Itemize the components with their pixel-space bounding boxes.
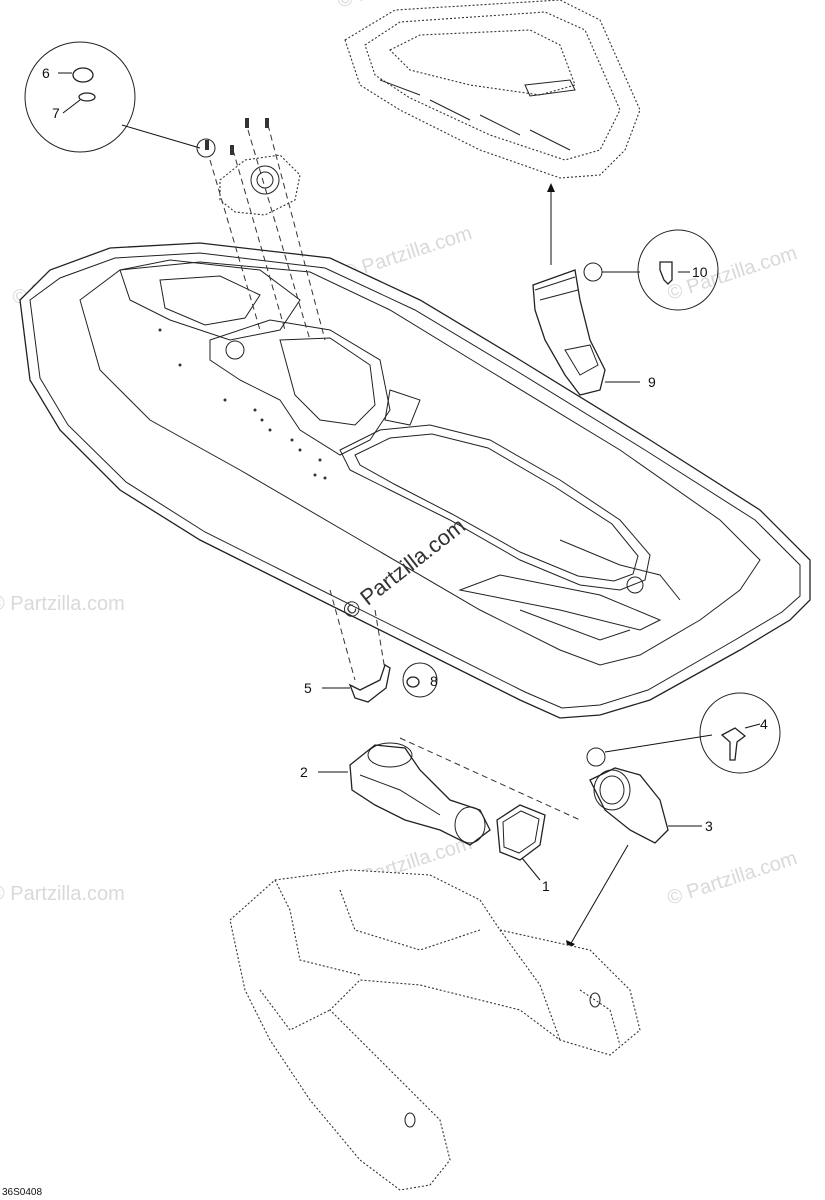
- hull-part: [19, 242, 811, 719]
- duct-part-2: [318, 737, 581, 846]
- callout-9: 9: [648, 374, 656, 390]
- watermark-right-low: © Partzilla.com: [665, 847, 800, 910]
- callout-2: 2: [300, 764, 308, 780]
- callout-8: 8: [430, 673, 438, 689]
- bracket-assembly: [205, 118, 326, 341]
- duct-part-3: [566, 692, 781, 950]
- callout-3: 3: [705, 818, 713, 834]
- deck-cover-part: [344, 0, 641, 179]
- drawing-code: 36S0408: [2, 1187, 43, 1198]
- callout-1: 1: [542, 878, 550, 894]
- callout-4: 4: [760, 716, 768, 732]
- callout-5: 5: [304, 680, 312, 696]
- callout-7: 7: [52, 105, 60, 121]
- floor-foam-part: [229, 869, 641, 1191]
- watermark-right-top: © Partzilla.com: [665, 242, 800, 305]
- watermark-left-mid: © Partzilla.com: [0, 593, 125, 615]
- watermark-left-low: © Partzilla.com: [0, 883, 125, 905]
- arrow-to-cover: [547, 183, 555, 265]
- callout-6: 6: [42, 65, 50, 81]
- gasket-part-1: [496, 804, 546, 881]
- air-duct-part-9: [532, 229, 719, 396]
- callout-10: 10: [692, 264, 708, 280]
- bracket-part-5: [322, 589, 438, 703]
- detail-circle-6-7: [24, 41, 216, 158]
